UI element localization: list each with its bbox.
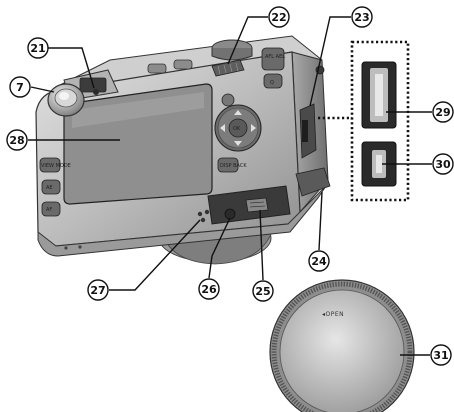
callout-7: 7 — [10, 77, 30, 97]
tripod-mount — [225, 209, 235, 219]
q-button[interactable]: Q — [264, 74, 282, 88]
afl-ael-button[interactable]: AFL AEL — [262, 48, 285, 70]
callout-23-label: 23 — [354, 11, 369, 24]
callout-26: 26 — [199, 279, 219, 299]
playback-button[interactable] — [222, 94, 234, 106]
callout-31-label: 31 — [433, 349, 448, 362]
top-button-2[interactable] — [174, 60, 192, 69]
callout-30-label: 30 — [435, 158, 451, 171]
ae-button[interactable]: AE — [42, 180, 60, 194]
top-button-1[interactable] — [148, 64, 166, 73]
callout-26-label: 26 — [201, 283, 217, 296]
callout-27-label: 27 — [90, 284, 105, 297]
connector-slot — [302, 120, 308, 142]
leader-24 — [319, 192, 322, 250]
ae-label: AE — [46, 185, 53, 191]
q-label: Q — [270, 80, 274, 86]
callout-7-label: 7 — [16, 81, 24, 94]
afl-ael-label: AFL AEL — [265, 54, 285, 60]
callout-21-label: 21 — [30, 42, 45, 55]
ok-button[interactable]: OK — [229, 119, 247, 137]
callout-29: 29 — [433, 102, 453, 122]
callout-25-label: 25 — [255, 285, 270, 298]
callout-24-label: 24 — [311, 255, 327, 268]
battery-latch[interactable] — [246, 198, 268, 212]
callout-28-label: 28 — [9, 134, 24, 147]
exposure-comp-dial[interactable] — [212, 40, 252, 60]
callout-22: 22 — [269, 7, 289, 27]
callout-29-label: 29 — [435, 106, 450, 119]
callout-21: 21 — [28, 38, 48, 58]
view-mode-label: VIEW MODE — [41, 163, 71, 169]
leader-7 — [31, 87, 54, 92]
bottom-screw-2 — [78, 245, 81, 248]
ok-label: OK — [233, 126, 241, 132]
bottom-screw-1 — [64, 246, 67, 249]
callout-25: 25 — [253, 281, 273, 301]
af-label: AF — [46, 207, 52, 213]
callout-24: 24 — [309, 251, 329, 271]
body-cap-face — [280, 290, 404, 412]
hdmi-port — [362, 62, 396, 128]
camera-body: AFL AEL Q OK DISP BACK — [36, 36, 330, 264]
connector-detail-panel — [318, 42, 408, 200]
eye-sensor[interactable] — [93, 89, 99, 95]
af-button[interactable]: AF — [42, 202, 60, 216]
callout-30: 30 — [433, 154, 453, 174]
body-cap-open-text: ◂OPEN — [322, 311, 344, 318]
body-cap: ◂OPEN — [270, 280, 414, 412]
callout-28: 28 — [7, 130, 27, 150]
callout-27: 27 — [88, 280, 108, 300]
callout-22-label: 22 — [271, 11, 286, 24]
callout-23: 23 — [352, 7, 372, 27]
disp-back-label: DISP BACK — [220, 163, 247, 169]
callout-31: 31 — [431, 345, 451, 365]
diopter-dial[interactable] — [48, 84, 84, 116]
